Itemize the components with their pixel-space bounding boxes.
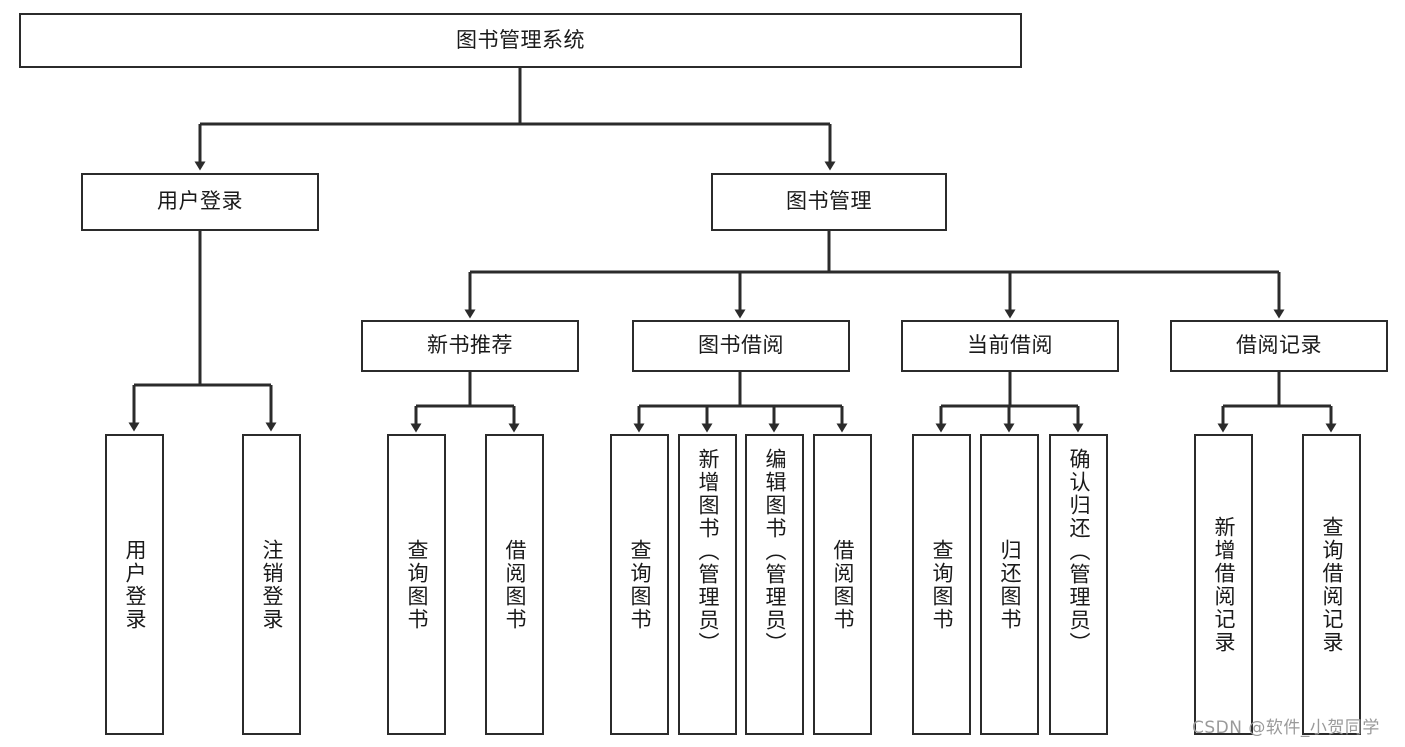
- node-leaf-query-record[interactable]: 查询借阅记录: [1302, 434, 1361, 735]
- node-borrow-record-label: 借阅记录: [1236, 333, 1322, 358]
- node-user-login-label: 用户登录: [157, 189, 243, 214]
- node-leaf-query-book-2[interactable]: 查询图书: [610, 434, 669, 735]
- node-borrow-record[interactable]: 借阅记录: [1170, 320, 1388, 372]
- node-leaf-borrow-book-2-label: 借阅图书: [830, 538, 855, 631]
- node-leaf-confirm-return[interactable]: 确认归还（管理员）: [1049, 434, 1108, 735]
- node-leaf-user-login[interactable]: 用户登录: [105, 434, 164, 735]
- node-new-book-rec[interactable]: 新书推荐: [361, 320, 579, 372]
- node-book-manage[interactable]: 图书管理: [711, 173, 947, 231]
- node-new-book-rec-label: 新书推荐: [427, 333, 513, 358]
- node-leaf-edit-book-label: 编辑图书（管理员）: [762, 448, 787, 655]
- node-leaf-edit-book[interactable]: 编辑图书（管理员）: [745, 434, 804, 735]
- node-root[interactable]: 图书管理系统: [19, 13, 1022, 68]
- node-leaf-query-book-3[interactable]: 查询图书: [912, 434, 971, 735]
- node-current-borrow-label: 当前借阅: [967, 333, 1053, 358]
- node-user-login[interactable]: 用户登录: [81, 173, 319, 231]
- node-leaf-add-book[interactable]: 新增图书（管理员）: [678, 434, 737, 735]
- node-leaf-return-book[interactable]: 归还图书: [980, 434, 1039, 735]
- node-leaf-borrow-book-2[interactable]: 借阅图书: [813, 434, 872, 735]
- node-leaf-confirm-return-label: 确认归还（管理员）: [1066, 448, 1091, 655]
- node-leaf-borrow-book-1-label: 借阅图书: [502, 538, 527, 631]
- node-leaf-query-book-2-label: 查询图书: [627, 538, 652, 631]
- node-book-borrow-label: 图书借阅: [698, 333, 784, 358]
- node-root-label: 图书管理系统: [456, 27, 585, 52]
- node-leaf-query-record-label: 查询借阅记录: [1319, 515, 1344, 654]
- node-leaf-add-book-label: 新增图书（管理员）: [695, 448, 720, 655]
- node-leaf-return-book-label: 归还图书: [997, 538, 1022, 631]
- csdn-watermark: CSDN @软件_小贺同学: [1192, 718, 1380, 738]
- node-leaf-query-book-1[interactable]: 查询图书: [387, 434, 446, 735]
- node-leaf-add-record-label: 新增借阅记录: [1211, 515, 1236, 654]
- node-leaf-query-book-3-label: 查询图书: [929, 538, 954, 631]
- node-leaf-query-book-1-label: 查询图书: [404, 538, 429, 631]
- node-leaf-user-login-label: 用户登录: [122, 538, 147, 631]
- node-book-borrow[interactable]: 图书借阅: [632, 320, 850, 372]
- node-current-borrow[interactable]: 当前借阅: [901, 320, 1119, 372]
- node-leaf-borrow-book-1[interactable]: 借阅图书: [485, 434, 544, 735]
- node-book-manage-label: 图书管理: [786, 189, 872, 214]
- node-leaf-add-record[interactable]: 新增借阅记录: [1194, 434, 1253, 735]
- node-leaf-logout[interactable]: 注销登录: [242, 434, 301, 735]
- node-leaf-logout-label: 注销登录: [259, 538, 284, 631]
